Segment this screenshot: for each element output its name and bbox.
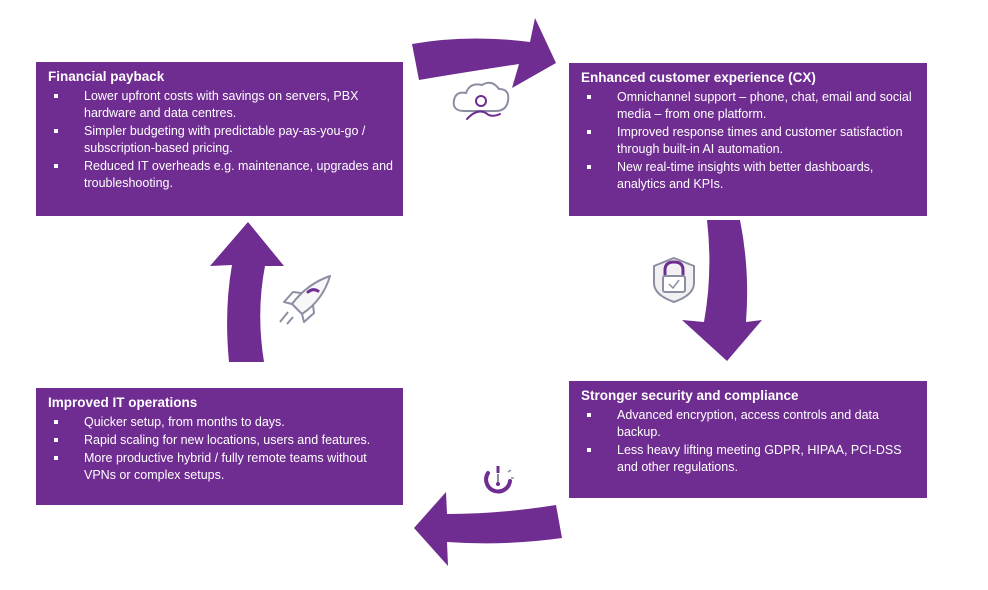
security-bullet-2: Less heavy lifting meeting GDPR, HIPAA, …	[581, 442, 917, 476]
financial-bullet-2: Simpler budgeting with predictable pay-a…	[48, 123, 393, 157]
it-bullet-3: More productive hybrid / fully remote te…	[48, 450, 393, 484]
arrow-left	[210, 222, 284, 362]
cloud-user-icon	[452, 81, 510, 120]
it-bullet-1: Quicker setup, from months to days.	[48, 414, 393, 431]
it-operations-title: Improved IT operations	[48, 395, 198, 410]
stopwatch-icon	[484, 466, 514, 494]
customer-experience-box: Enhanced customer experience (CX) Omnich…	[569, 63, 927, 216]
security-compliance-box: Stronger security and compliance Advance…	[569, 381, 927, 498]
financial-payback-box: Financial payback Lower upfront costs wi…	[36, 62, 403, 216]
arrow-right	[682, 220, 762, 361]
shield-lock-icon	[653, 256, 695, 304]
cx-bullet-1: Omnichannel support – phone, chat, email…	[581, 89, 917, 123]
security-compliance-title: Stronger security and compliance	[581, 388, 799, 403]
rocket-icon	[279, 275, 331, 325]
cx-bullet-3: New real-time insights with better dashb…	[581, 159, 917, 193]
customer-experience-title: Enhanced customer experience (CX)	[581, 70, 816, 85]
arrow-top	[412, 18, 556, 88]
financial-bullet-3: Reduced IT overheads e.g. maintenance, u…	[48, 158, 393, 192]
arrow-bottom	[414, 492, 562, 566]
it-bullet-2: Rapid scaling for new locations, users a…	[48, 432, 393, 449]
it-operations-box: Improved IT operations Quicker setup, fr…	[36, 388, 403, 505]
cx-bullet-2: Improved response times and customer sat…	[581, 124, 917, 158]
security-bullet-1: Advanced encryption, access controls and…	[581, 407, 917, 441]
financial-payback-title: Financial payback	[48, 69, 165, 84]
financial-bullet-1: Lower upfront costs with savings on serv…	[48, 88, 393, 122]
